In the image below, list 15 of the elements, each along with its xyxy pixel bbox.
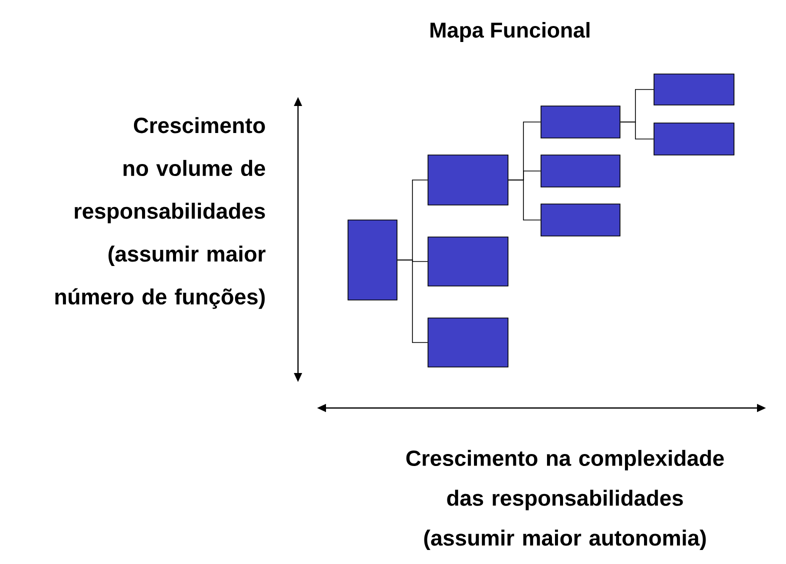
box: [428, 318, 508, 368]
box: [428, 154, 508, 206]
box: [540, 106, 620, 138]
box: [654, 74, 734, 106]
box: [428, 236, 508, 286]
connector-line: [620, 122, 654, 140]
axis-label: Crescimento no volume de responsabilidades (assumir maior número de funções): [55, 117, 266, 309]
connector-line: [508, 180, 541, 220]
axis-label: Crescimento na complexidade das responsabilidades (assumir maior autonomia): [406, 450, 724, 550]
title: Mapa Funcional: [430, 22, 590, 42]
box: [348, 220, 398, 300]
box: [540, 204, 620, 236]
connector-line: [397, 260, 428, 343]
box: [540, 154, 620, 188]
box: [654, 122, 734, 156]
